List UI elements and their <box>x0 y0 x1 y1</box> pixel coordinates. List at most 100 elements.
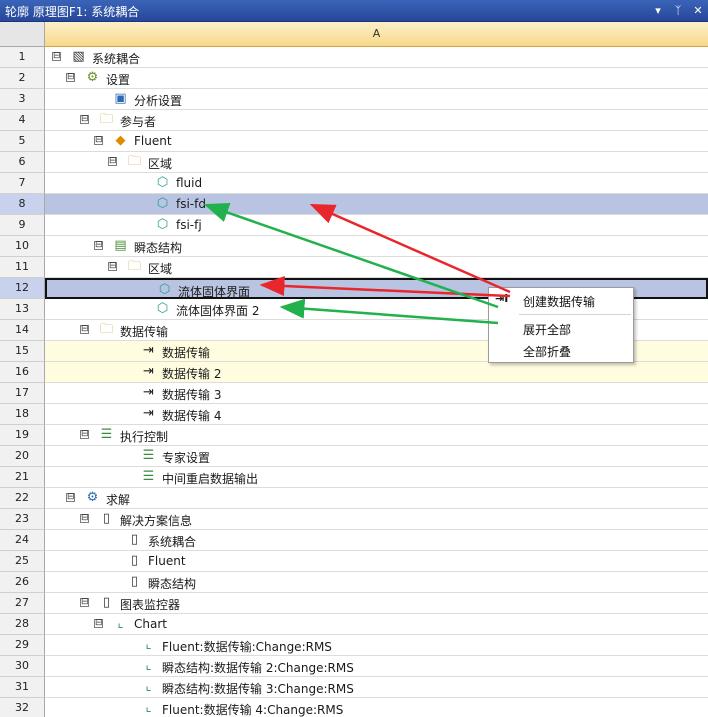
table-row[interactable]: 19⊟☰执行控制 <box>0 425 708 446</box>
row-number[interactable]: 32 <box>0 698 45 717</box>
table-row[interactable]: 24▯系统耦合 <box>0 530 708 551</box>
collapse-toggle-icon[interactable]: ⊟ <box>108 261 117 271</box>
row-number[interactable]: 16 <box>0 362 45 383</box>
collapse-toggle-icon[interactable]: ⊟ <box>80 324 89 334</box>
tree-cell[interactable]: ⊟▯图表监控器 <box>45 593 708 614</box>
table-row[interactable]: 3▣分析设置 <box>0 89 708 110</box>
row-number[interactable]: 20 <box>0 446 45 467</box>
table-row[interactable]: 5⊟◆Fluent <box>0 131 708 152</box>
tree-cell[interactable]: ⊟⌞Chart <box>45 614 708 635</box>
row-number[interactable]: 14 <box>0 320 45 341</box>
collapse-toggle-icon[interactable]: ⊟ <box>66 72 75 82</box>
row-number[interactable]: 6 <box>0 152 45 173</box>
collapse-toggle-icon[interactable]: ⊟ <box>80 429 89 439</box>
collapse-toggle-icon[interactable]: ⊟ <box>94 618 103 628</box>
table-row[interactable]: 17⇥数据传输 3 <box>0 383 708 404</box>
table-row[interactable]: 27⊟▯图表监控器 <box>0 593 708 614</box>
row-number[interactable]: 21 <box>0 467 45 488</box>
row-number[interactable]: 27 <box>0 593 45 614</box>
collapse-toggle-icon[interactable]: ⊟ <box>94 135 103 145</box>
tree-cell[interactable]: ☰专家设置 <box>45 446 708 467</box>
tree-cell[interactable]: ⬡fluid <box>45 173 708 194</box>
row-number[interactable]: 31 <box>0 677 45 698</box>
row-number[interactable]: 5 <box>0 131 45 152</box>
table-row[interactable]: 20☰专家设置 <box>0 446 708 467</box>
tree-cell[interactable]: ⊟☰执行控制 <box>45 425 708 446</box>
tree-cell[interactable]: ▯系统耦合 <box>45 530 708 551</box>
menu-item-create-data-transfer[interactable]: 创建数据传输 <box>523 295 596 309</box>
tree-cell[interactable]: ⊟🗀数据传输 <box>45 320 708 341</box>
tree-cell[interactable]: ⌞Fluent:数据传输 4:Change:RMS <box>45 698 708 717</box>
row-number[interactable]: 23 <box>0 509 45 530</box>
row-number[interactable]: 3 <box>0 89 45 110</box>
pin-icon[interactable]: ᛉ <box>674 4 682 17</box>
row-number[interactable]: 15 <box>0 341 45 362</box>
row-number[interactable]: 24 <box>0 530 45 551</box>
collapse-toggle-icon[interactable]: ⊟ <box>52 51 61 61</box>
tree-cell[interactable]: ⊟⚙设置 <box>45 68 708 89</box>
menu-item-collapse-all[interactable]: 全部折叠 <box>523 345 572 359</box>
row-number[interactable]: 2 <box>0 68 45 89</box>
collapse-toggle-icon[interactable]: ⊟ <box>80 513 89 523</box>
row-number[interactable]: 26 <box>0 572 45 593</box>
row-number[interactable]: 18 <box>0 404 45 425</box>
table-row[interactable]: 26▯瞬态结构 <box>0 572 708 593</box>
tree-cell[interactable]: ⌞瞬态结构:数据传输 3:Change:RMS <box>45 677 708 698</box>
tree-cell[interactable]: ⊟⚙求解 <box>45 488 708 509</box>
table-row[interactable]: 16⇥数据传输 2 <box>0 362 708 383</box>
tree-cell[interactable]: ⬡fsi-fd <box>45 194 708 215</box>
table-row[interactable]: 32⌞Fluent:数据传输 4:Change:RMS <box>0 698 708 717</box>
tree-cell[interactable]: ⇥数据传输 3 <box>45 383 708 404</box>
column-header-a[interactable]: A <box>45 22 708 47</box>
collapse-toggle-icon[interactable]: ⊟ <box>94 240 103 250</box>
row-number[interactable]: 29 <box>0 635 45 656</box>
collapse-toggle-icon[interactable]: ⊟ <box>66 492 75 502</box>
table-row[interactable]: 9⬡fsi-fj <box>0 215 708 236</box>
row-number[interactable]: 19 <box>0 425 45 446</box>
tree-cell[interactable]: ⊟▤瞬态结构 <box>45 236 708 257</box>
row-number[interactable]: 22 <box>0 488 45 509</box>
table-row[interactable]: 6⊟🗀区域 <box>0 152 708 173</box>
tree-cell[interactable]: ⇥数据传输 4 <box>45 404 708 425</box>
collapse-toggle-icon[interactable]: ⊟ <box>108 156 117 166</box>
tree-cell[interactable]: ⬡fsi-fj <box>45 215 708 236</box>
tree-cell[interactable]: ▯Fluent <box>45 551 708 572</box>
tree-cell[interactable]: ▯瞬态结构 <box>45 572 708 593</box>
collapse-toggle-icon[interactable]: ⊟ <box>80 114 89 124</box>
collapse-toggle-icon[interactable]: ⊟ <box>80 597 89 607</box>
table-row[interactable]: 14⊟🗀数据传输 <box>0 320 708 341</box>
tree-cell[interactable]: ⊟🗀区域 <box>45 257 708 278</box>
table-row[interactable]: 10⊟▤瞬态结构 <box>0 236 708 257</box>
grid-corner[interactable] <box>0 22 45 47</box>
tree-cell[interactable]: ⌞瞬态结构:数据传输 2:Change:RMS <box>45 656 708 677</box>
row-number[interactable]: 1 <box>0 47 45 68</box>
tree-cell[interactable]: ⊟◆Fluent <box>45 131 708 152</box>
tree-cell[interactable]: ⊟🗀参与者 <box>45 110 708 131</box>
dropdown-icon[interactable]: ▾ <box>655 4 661 17</box>
table-row[interactable]: 28⊟⌞Chart <box>0 614 708 635</box>
menu-item-expand-all[interactable]: 展开全部 <box>523 323 572 337</box>
table-row[interactable]: 11⊟🗀区域 <box>0 257 708 278</box>
tree-cell[interactable]: ☰中间重启数据输出 <box>45 467 708 488</box>
row-number[interactable]: 9 <box>0 215 45 236</box>
row-number[interactable]: 11 <box>0 257 45 278</box>
table-row[interactable]: 1⊟▧系统耦合 <box>0 47 708 68</box>
table-row[interactable]: 7⬡fluid <box>0 173 708 194</box>
table-row[interactable]: 4⊟🗀参与者 <box>0 110 708 131</box>
row-number[interactable]: 4 <box>0 110 45 131</box>
row-number[interactable]: 30 <box>0 656 45 677</box>
table-row[interactable]: 23⊟▯解决方案信息 <box>0 509 708 530</box>
row-number[interactable]: 25 <box>0 551 45 572</box>
tree-cell[interactable]: ⌞Fluent:数据传输:Change:RMS <box>45 635 708 656</box>
table-row[interactable]: 30⌞瞬态结构:数据传输 2:Change:RMS <box>0 656 708 677</box>
table-row[interactable]: 8⬡fsi-fd <box>0 194 708 215</box>
table-row[interactable]: 22⊟⚙求解 <box>0 488 708 509</box>
tree-cell[interactable]: ⇥数据传输 2 <box>45 362 708 383</box>
close-icon[interactable]: ✕ <box>693 4 703 17</box>
tree-cell[interactable]: ⊟▯解决方案信息 <box>45 509 708 530</box>
row-number[interactable]: 8 <box>0 194 45 215</box>
table-row[interactable]: 21☰中间重启数据输出 <box>0 467 708 488</box>
row-number[interactable]: 12 <box>0 278 45 299</box>
tree-cell[interactable]: ⊟▧系统耦合 <box>45 47 708 68</box>
row-number[interactable]: 7 <box>0 173 45 194</box>
